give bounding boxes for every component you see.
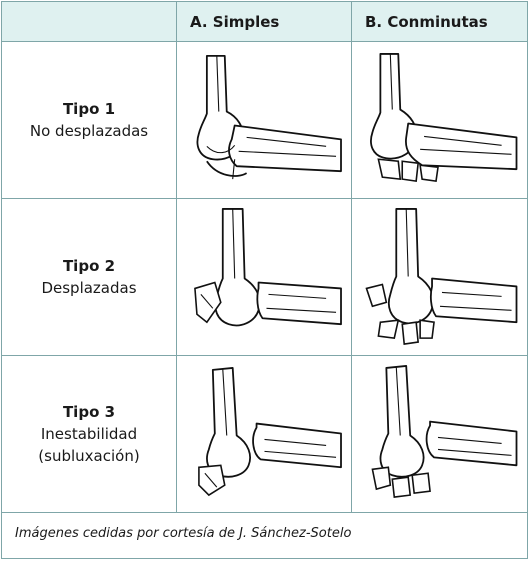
row-2-comminuted-image: [352, 199, 527, 356]
header-empty-cell: [2, 2, 177, 42]
col-b-label: B. Conminutas: [365, 13, 488, 31]
row-3-simple-image: [177, 356, 352, 513]
header-col-a: A. Simples: [177, 2, 352, 42]
row-1-type: Tipo 1: [62, 100, 116, 118]
row-1-desc: No desplazadas: [29, 122, 149, 140]
row-3-desc2: (subluxación): [38, 447, 140, 465]
row-2-label-cell: Tipo 2 Desplazadas: [2, 199, 177, 356]
row-1-comminuted-image: [352, 42, 527, 199]
row-3-comminuted-image: [352, 356, 527, 513]
row-2-desc: Desplazadas: [41, 279, 137, 297]
row-3-desc: Inestabilidad: [40, 425, 138, 443]
row-2-type: Tipo 2: [62, 257, 116, 275]
image-credit-caption: Imágenes cedidas por cortesía de J. Sánc…: [15, 526, 352, 541]
row-3-type: Tipo 3: [62, 403, 116, 421]
row-3-label-cell: Tipo 3 Inestabilidad (subluxación): [2, 356, 177, 513]
header-col-b: B. Conminutas: [352, 2, 527, 42]
row-1-simple-image: [177, 42, 352, 199]
caption-row: Imágenes cedidas por cortesía de J. Sánc…: [2, 513, 527, 558]
col-a-label: A. Simples: [190, 13, 280, 31]
row-1-label-cell: Tipo 1 No desplazadas: [2, 42, 177, 199]
row-2-simple-image: [177, 199, 352, 356]
